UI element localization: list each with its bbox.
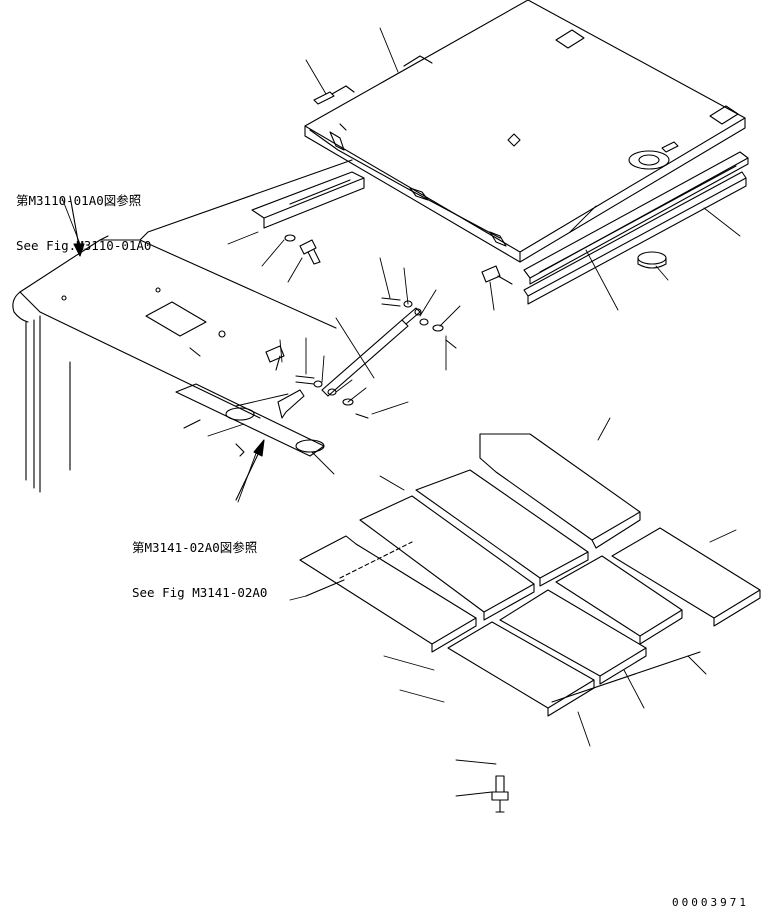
reference-1-en: See Fig.M3110-01A0 — [16, 238, 152, 253]
reference-arrow-2 — [235, 439, 265, 501]
reference-2-jp: 第M3141-02A0図参照 — [132, 540, 258, 555]
gas-spring — [321, 307, 422, 397]
hinge-bracket — [251, 171, 365, 229]
leader-lines — [61, 27, 741, 797]
top-cover-panel — [304, 0, 746, 263]
lower-bracket — [175, 383, 325, 457]
bolt-middle — [284, 234, 321, 265]
reference-label-1: 第M3110-01A0図参照 See Fig.M3110-01A0 — [16, 163, 151, 283]
reference-label-2: 第M3141-02A0図参照 See Fig M3141-02A0 — [132, 510, 267, 630]
reference-arrow-1 — [69, 195, 85, 257]
reference-2-en: See Fig M3141-02A0 — [132, 585, 268, 600]
pins-and-washers — [295, 297, 457, 419]
drawing-code: 00003971 — [672, 896, 749, 909]
bolt-bottom — [491, 775, 509, 813]
bolt-lower-left — [265, 345, 285, 371]
reference-1-jp: 第M3110-01A0図参照 — [16, 193, 142, 208]
floor-mats — [299, 433, 761, 717]
bolt-right — [481, 265, 513, 285]
rail-lower — [523, 171, 747, 305]
bolt-top-left — [313, 85, 355, 105]
rail-upper — [523, 151, 749, 285]
seat-frame — [12, 159, 353, 493]
rubber-plug — [637, 251, 667, 269]
